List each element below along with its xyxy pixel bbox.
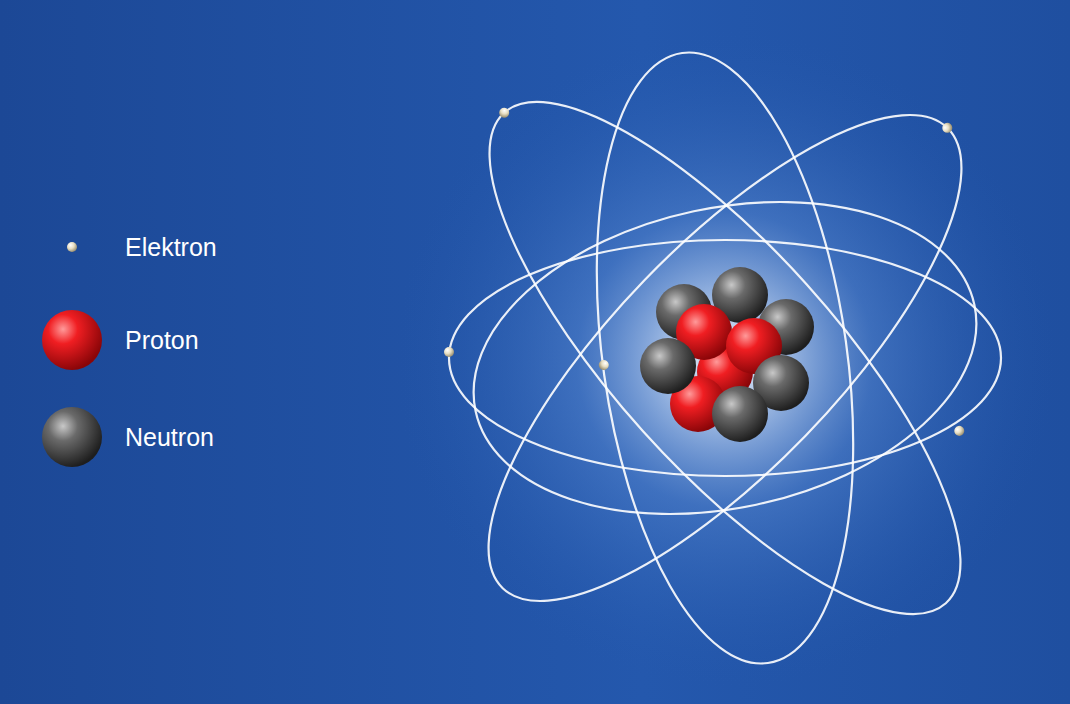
orbit [561, 36, 888, 680]
neutron [712, 386, 768, 442]
electron-sample [67, 242, 77, 252]
legend-label: Neutron [125, 424, 214, 452]
orbit [422, 50, 1028, 666]
legend-samples [42, 242, 102, 467]
electron [940, 121, 954, 135]
electron [444, 347, 454, 357]
nucleus [640, 267, 814, 442]
neutron [640, 338, 696, 394]
orbits [419, 35, 1031, 680]
electron [598, 359, 609, 370]
neutron-sample [42, 407, 102, 467]
electron [953, 425, 965, 437]
orbit [422, 39, 1027, 677]
proton-sample [42, 310, 102, 370]
orbit [449, 240, 1001, 476]
legend-label: Elektron [125, 234, 217, 262]
electron [497, 106, 511, 120]
orbit [444, 158, 1005, 557]
legend-label: Proton [125, 327, 199, 355]
